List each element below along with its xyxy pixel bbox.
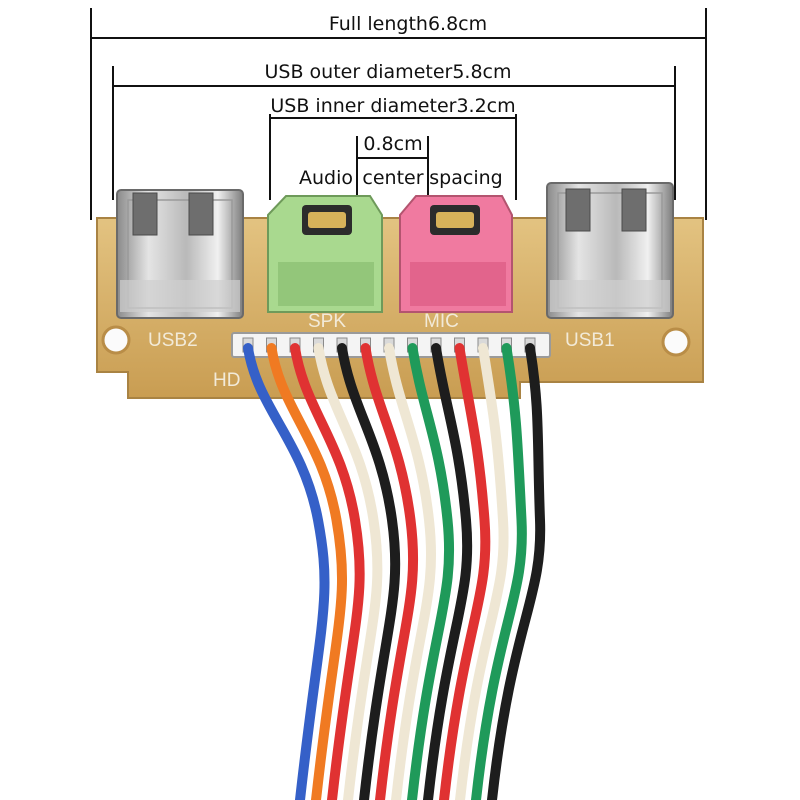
wire-black xyxy=(487,343,546,800)
usb-port-right xyxy=(546,182,674,319)
wire-green xyxy=(471,343,527,800)
usb-outer-label: USB outer diameter5.8cm xyxy=(265,61,512,83)
wire-blue xyxy=(243,343,330,800)
wire-red xyxy=(439,343,491,800)
wire-white xyxy=(384,343,437,800)
full-length-label: Full length6.8cm xyxy=(329,13,487,35)
wire-red xyxy=(290,343,365,800)
wire-orange xyxy=(266,343,348,800)
wire-red xyxy=(360,343,419,800)
full-length-dimension: Full length6.8cm xyxy=(90,8,707,220)
usb1-silkscreen: USB1 xyxy=(565,330,615,351)
wire-harness xyxy=(243,343,546,800)
mic-audio-jack xyxy=(399,195,513,313)
usb-port-left xyxy=(116,189,244,319)
hd-silkscreen: HD xyxy=(213,370,240,391)
usb-inner-dimension: USB inner diameter3.2cm xyxy=(269,95,517,200)
audio-spacing-dimension: 0.8cm Audio center spacing xyxy=(299,133,503,196)
spk-audio-jack xyxy=(267,195,383,313)
mic-silkscreen: MIC xyxy=(424,311,459,332)
spk-silkscreen: SPK xyxy=(308,311,346,332)
usb-left-tab-1 xyxy=(132,192,158,236)
usb-right-tab-1 xyxy=(565,188,591,232)
wire-white xyxy=(313,343,383,800)
usb-inner-label: USB inner diameter3.2cm xyxy=(270,95,515,117)
audio-word-label: Audio xyxy=(299,167,353,189)
wire-black xyxy=(423,343,473,800)
wire-white xyxy=(455,343,509,800)
mount-hole-left xyxy=(101,325,131,355)
usb-right-tab-2 xyxy=(621,188,647,232)
mount-hole-right xyxy=(661,327,691,357)
wire-green xyxy=(407,343,455,800)
usb-left-tab-2 xyxy=(188,192,214,236)
wire-black xyxy=(337,343,401,800)
spacing-word-label: spacing xyxy=(429,167,502,189)
center-word-label: center xyxy=(362,167,423,189)
usb-outer-dimension: USB outer diameter5.8cm xyxy=(112,61,676,200)
spacing-value-label: 0.8cm xyxy=(363,133,422,155)
usb2-silkscreen: USB2 xyxy=(148,330,198,351)
